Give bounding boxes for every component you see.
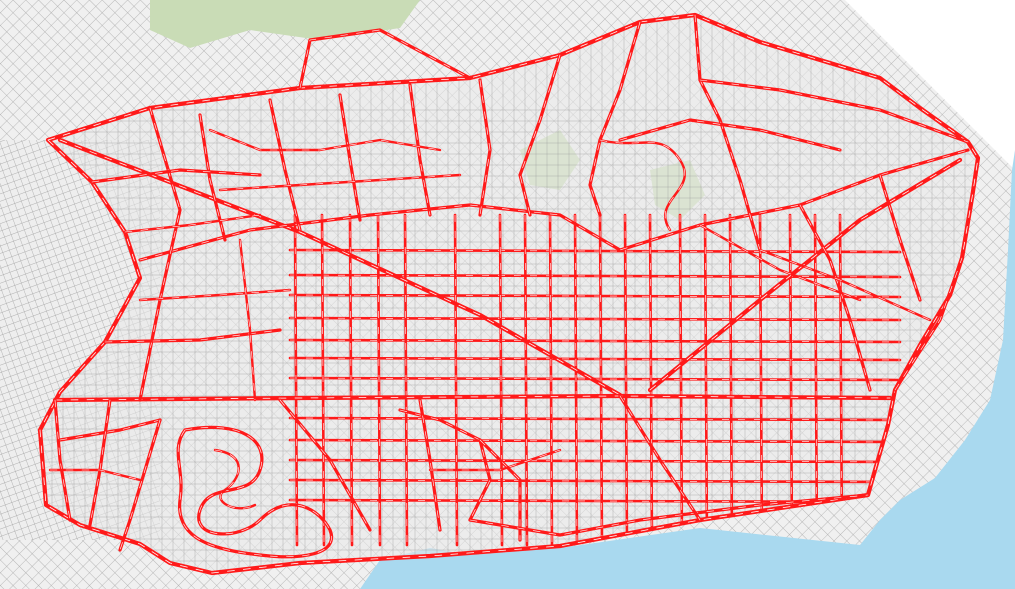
grid-street-h-0-dash bbox=[289, 249, 901, 253]
grid-street-v-2-dash bbox=[349, 214, 353, 546]
grid-street-h-5-dash bbox=[289, 357, 901, 361]
road-north-5-dash bbox=[199, 114, 226, 241]
grid-street-h-11-dash bbox=[289, 499, 901, 503]
road-les-corts-2-dash bbox=[139, 289, 291, 301]
gran-via-dash bbox=[54, 395, 891, 401]
district-land bbox=[40, 15, 978, 573]
road-north-1-dash bbox=[479, 79, 491, 216]
road-port-1-dash bbox=[479, 439, 521, 541]
vegetation-north bbox=[150, 0, 420, 48]
ring-road-dash bbox=[39, 14, 979, 574]
avinguda-meridiana-dash bbox=[649, 159, 961, 391]
road-montjuic-loop-dash bbox=[177, 427, 332, 557]
grid-street-v-14-dash bbox=[704, 214, 708, 546]
road-horta-5-dash bbox=[619, 119, 841, 151]
road-montjuic-inner-dash bbox=[214, 449, 256, 509]
road-north-3-dash bbox=[339, 94, 361, 221]
road-east-coast-dash bbox=[894, 257, 963, 391]
grid-street-v-4-dash bbox=[404, 214, 408, 546]
grid-street-v-6-dash bbox=[499, 214, 503, 546]
road-les-corts-3 bbox=[238, 238, 257, 402]
avenida-diagonal-dash bbox=[59, 139, 621, 396]
road-ridge-dash bbox=[299, 29, 471, 89]
road-sants-2-dash bbox=[59, 419, 161, 441]
road-sant-andreu-2-dash bbox=[879, 174, 921, 301]
grid-street-v-0-dash bbox=[294, 214, 298, 546]
grid-street-v-7-dash bbox=[524, 214, 528, 546]
ronda-del-mig-dash bbox=[139, 149, 969, 261]
white-corner bbox=[845, 0, 1015, 170]
road-sant-andreu-3-dash bbox=[759, 249, 931, 321]
road-pedralbes-1 bbox=[90, 168, 262, 184]
grid-street-v-16-dash bbox=[759, 214, 763, 546]
network-grid-vertical bbox=[293, 213, 844, 547]
sea bbox=[360, 150, 1015, 589]
road-sarria-dash bbox=[209, 129, 441, 151]
road-horta-1-dash bbox=[519, 54, 561, 216]
road-port-2-dash bbox=[429, 449, 561, 471]
grid-street-h-4-dash bbox=[289, 339, 901, 343]
grid-street-h-9-dash bbox=[289, 459, 901, 463]
road-les-corts-dash bbox=[104, 329, 281, 343]
road-northwest-1-dash bbox=[139, 107, 181, 401]
grid-street-h-2-dash bbox=[289, 294, 901, 298]
road-sants-4-dash bbox=[49, 469, 141, 481]
road-pedralbes-2-dash bbox=[124, 214, 261, 233]
grid-street-v-1-dash bbox=[321, 214, 325, 546]
road-waterfront bbox=[468, 493, 870, 537]
grid-street-v-12-dash bbox=[649, 214, 653, 546]
road-sant-andreu-4-dash bbox=[699, 224, 861, 301]
road-sant-andreu-1-dash bbox=[799, 204, 871, 391]
road-north-2-dash bbox=[409, 84, 431, 216]
road-winding-north-dash bbox=[599, 139, 686, 231]
grid-street-h-8-dash bbox=[289, 439, 901, 443]
grid-street-v-8-dash bbox=[549, 214, 553, 546]
grid-street-h-3-dash bbox=[289, 317, 901, 321]
grid-street-v-18-dash bbox=[814, 214, 818, 546]
road-paral-lel-dash bbox=[279, 399, 371, 531]
grid-street-v-17-dash bbox=[789, 214, 793, 546]
road-montjuic-diagonal-dash bbox=[119, 419, 161, 551]
grid-street-v-19-dash bbox=[839, 214, 843, 546]
road-sants-1-dash bbox=[54, 399, 71, 521]
grid-street-v-9-dash bbox=[574, 214, 578, 546]
road-north-4-dash bbox=[269, 99, 301, 231]
road-network-main bbox=[37, 12, 981, 576]
grid-street-v-10-dash bbox=[599, 214, 603, 546]
grid-street-v-5-dash bbox=[454, 214, 458, 546]
road-poble-nou bbox=[618, 394, 702, 522]
road-horta-3-dash bbox=[694, 14, 761, 251]
road-sarria-2 bbox=[218, 173, 462, 192]
road-horta-2-dash bbox=[589, 21, 641, 216]
grid-street-v-11-dash bbox=[624, 214, 628, 546]
grid-street-h-10-dash bbox=[289, 479, 901, 483]
grid-street-v-3-dash bbox=[377, 214, 381, 546]
road-horta-4-dash bbox=[699, 79, 969, 143]
road-rambla-dash bbox=[419, 399, 441, 531]
grid-street-h-7-dash bbox=[289, 417, 901, 421]
grid-street-v-15-dash bbox=[729, 214, 733, 546]
